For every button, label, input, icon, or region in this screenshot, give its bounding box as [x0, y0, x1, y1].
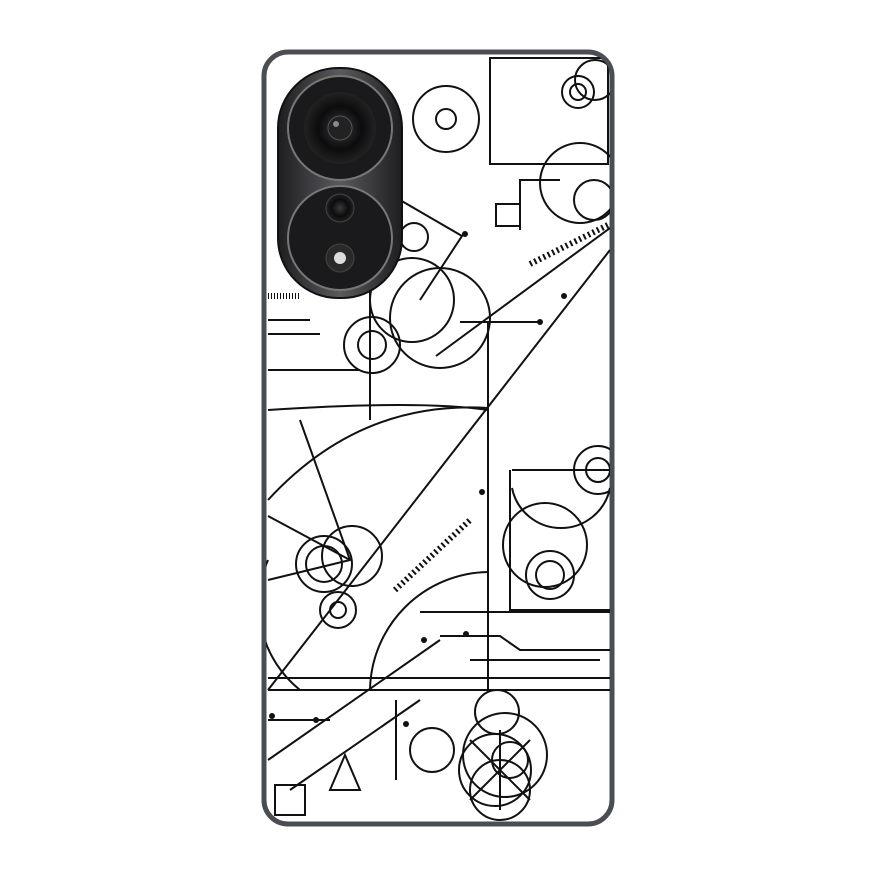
camera-module [277, 67, 403, 299]
geometric-pattern [266, 57, 610, 821]
pattern-dots [269, 231, 567, 727]
main-camera-lens-icon [287, 75, 393, 181]
secondary-camera-lens-icon [287, 185, 393, 291]
